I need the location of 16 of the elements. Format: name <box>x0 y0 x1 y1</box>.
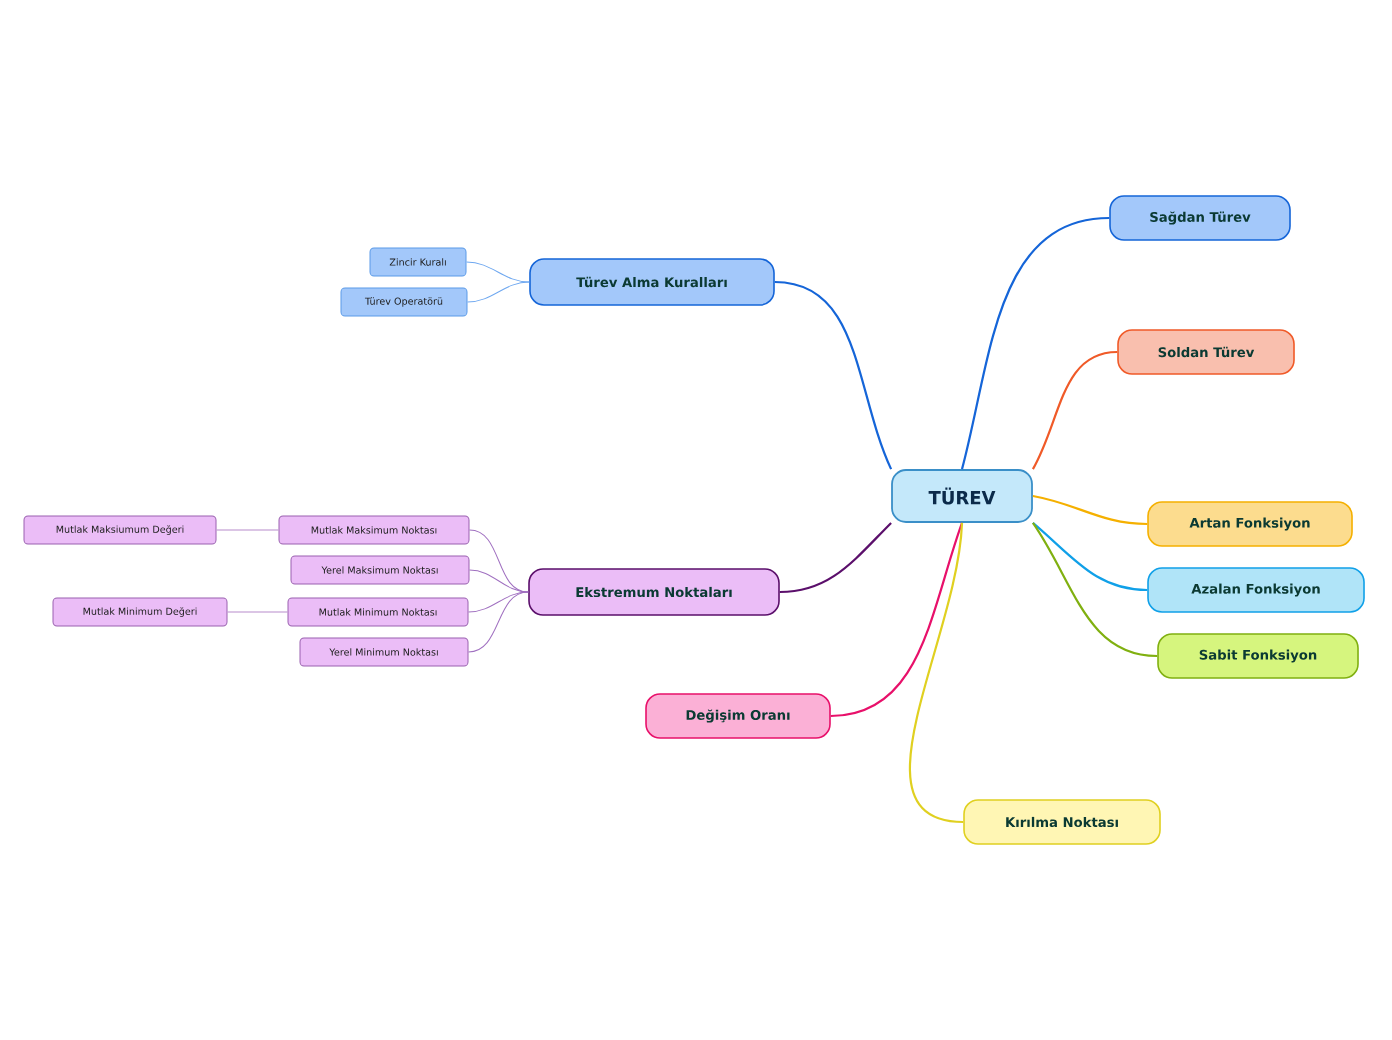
root-node: TÜREV <box>891 469 1033 523</box>
connector <box>466 261 530 283</box>
connector <box>467 281 530 303</box>
connector <box>1031 350 1118 470</box>
connector <box>1032 494 1148 526</box>
connector <box>908 522 964 824</box>
connector <box>468 591 529 653</box>
connector <box>469 569 529 593</box>
connector <box>1032 522 1158 658</box>
connector <box>830 522 964 718</box>
connector <box>1032 522 1148 592</box>
connector <box>215 529 280 531</box>
connector <box>779 522 892 594</box>
connector <box>774 280 893 470</box>
connector <box>960 216 1110 470</box>
connector <box>226 611 289 613</box>
